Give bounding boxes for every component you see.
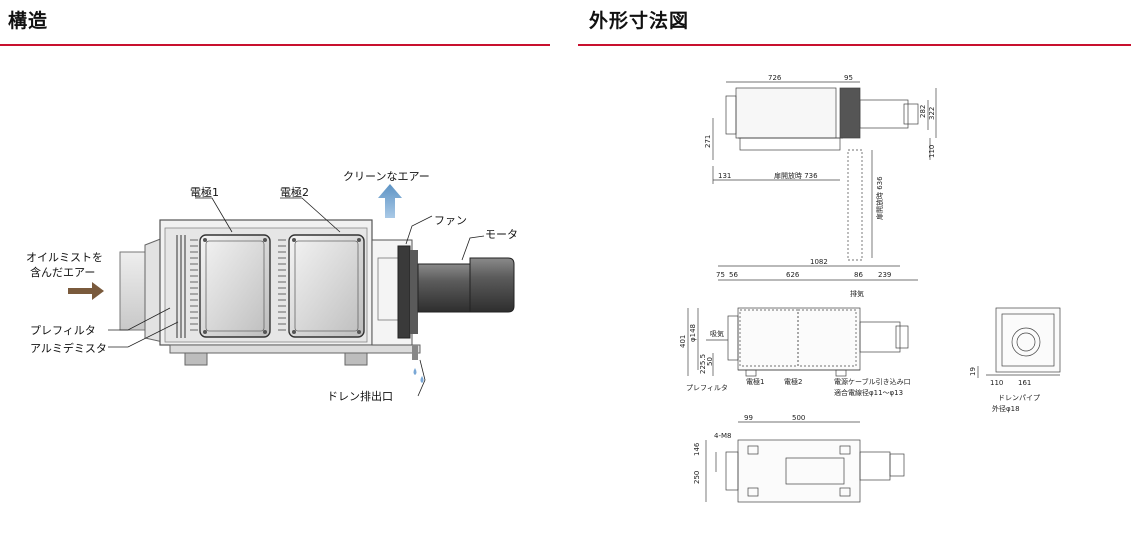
demister-label: アルミデミスタ (30, 341, 107, 355)
dim-110: 110 (928, 145, 936, 158)
front-pre-filter-label: プレフィルタ (686, 383, 728, 392)
drain-label: ドレン排出口 (327, 389, 393, 403)
dim-401: 401 (679, 335, 687, 348)
dim-95: 95 (844, 74, 853, 82)
structure-title-rule (0, 44, 550, 46)
dim-open-v: 扉開放時 636 (875, 176, 884, 220)
dim-148: φ148 (689, 324, 697, 342)
dim-626: 626 (786, 271, 800, 279)
bottom-view-body (737, 439, 861, 503)
dim-225: 225.5 (699, 354, 707, 374)
top-view-body (735, 87, 837, 139)
inflow-arrow (68, 282, 104, 300)
structure-title: 構造 (8, 10, 49, 32)
dim-56: 56 (729, 271, 738, 279)
structure-diagram: クリーンなエアー 電極1 電極2 ファン モータ オイルミストを 含んだエアー … (26, 170, 518, 403)
dim-322: 322 (928, 107, 936, 120)
dim-271: 271 (704, 135, 712, 148)
dim-282: 282 (919, 105, 927, 118)
drain-port (412, 345, 418, 360)
dim-75: 75 (716, 271, 725, 279)
oil-mist-label-1: オイルミストを (26, 251, 103, 264)
drain-outer-dia-label: 外径φ18 (992, 404, 1020, 413)
clean-air-arrow (378, 184, 402, 218)
dim-open-h: 扉開放時 736 (774, 171, 818, 180)
electrode-2-panel (288, 234, 365, 338)
dim-161: 161 (1018, 379, 1031, 387)
dim-250: 250 (693, 471, 701, 484)
fan-label: ファン (434, 214, 467, 227)
pre-filter (176, 235, 186, 338)
motor-label: モータ (485, 228, 518, 241)
front-electrode1-label: 電極1 (746, 377, 764, 386)
dim-19: 19 (969, 367, 977, 376)
cable-entry-label: 電源ケーブル引き込み口 (834, 377, 911, 386)
electrode-1-panel (199, 234, 271, 338)
dim-1082: 1082 (810, 258, 828, 266)
side-view-body (995, 307, 1061, 373)
dimension-drawing: 726 95 282 322 271 110 131 扉開放時 736 扉開放時… (679, 74, 1061, 503)
electrode-2-coil (278, 239, 286, 331)
dim-726: 726 (768, 74, 782, 82)
dim-side-110: 110 (990, 379, 1003, 387)
exhaust-label: 排気 (850, 289, 864, 298)
pre-filter-label: プレフィルタ (30, 324, 96, 337)
dim-239: 239 (878, 271, 891, 279)
dimensions-title: 外形寸法図 (589, 10, 690, 32)
m8-label: 4-M8 (714, 432, 731, 440)
dim-50: 50 (706, 357, 714, 366)
dimensions-title-rule (578, 44, 1131, 46)
dim-99: 99 (744, 414, 753, 422)
motor-body (417, 263, 471, 313)
electrode-1-coil (190, 239, 198, 331)
front-electrode2-label: 電極2 (784, 377, 802, 386)
dim-146: 146 (693, 442, 701, 456)
oil-mist-label-2: 含んだエアー (30, 265, 95, 279)
dim-500: 500 (792, 414, 805, 422)
cable-dia-label: 適合電線径φ11〜φ13 (834, 388, 903, 397)
electrode-1-label: 電極1 (190, 185, 219, 199)
motor (469, 257, 515, 313)
clean-air-label: クリーンなエアー (343, 170, 430, 183)
electrode-2-label: 電極2 (280, 185, 309, 199)
dim-131: 131 (718, 172, 731, 180)
fan (397, 245, 411, 339)
front-view-body (737, 307, 861, 371)
drain-pipe-label: ドレンパイプ (998, 394, 1040, 402)
dim-86: 86 (854, 271, 863, 279)
intake-label: 吸気 (710, 329, 724, 338)
top-view-grille (839, 87, 861, 139)
